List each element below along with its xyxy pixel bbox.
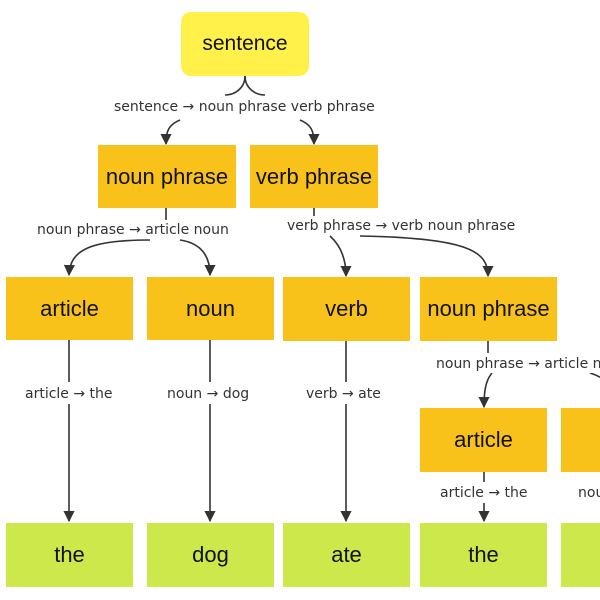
leaf-dog: dog — [147, 523, 274, 587]
rule-label-verb: verb → ate — [303, 385, 384, 403]
node-label: noun phrase — [427, 296, 550, 321]
edge-verb-phrase-to-noun-phrase — [359, 235, 494, 278]
rule-label-verb-phrase: verb phrase → verb noun phrase — [284, 217, 519, 235]
edge-sentence-to-verb-phrase-2 — [299, 119, 320, 146]
node-label: the — [54, 542, 85, 567]
node-label: dog — [192, 542, 229, 567]
node-verb: verb — [283, 277, 410, 341]
node-article-2: article — [420, 408, 547, 472]
rule-label-article: article → the — [22, 385, 116, 403]
node-verb-phrase: verb phrase — [250, 145, 378, 208]
node-label: verb — [325, 296, 368, 321]
edge-noun-phrase-2-to-noun-offscreen — [589, 372, 600, 379]
rule-label-noun-partial: noun → bone — [575, 484, 600, 502]
rule-label-noun-phrase: noun phrase → article noun — [34, 221, 232, 239]
node-label: article — [40, 295, 99, 321]
rule-label-sentence: sentence → noun phrase verb phrase — [111, 98, 378, 116]
edge-noun-phrase-to-article — [63, 239, 151, 277]
leaf-partial — [561, 523, 600, 587]
node-label: sentence — [202, 32, 288, 55]
node-label: noun phrase — [105, 163, 229, 189]
node-label: ate — [331, 542, 362, 567]
leaf-the: the — [6, 523, 133, 587]
node-noun-phrase: noun phrase — [98, 145, 236, 208]
leaf-the-2: the — [420, 523, 547, 587]
rule-label-noun-phrase-2: noun phrase → article noun — [433, 355, 600, 373]
node-noun-phrase-2: noun phrase — [420, 277, 557, 341]
node-label: verb phrase — [255, 163, 373, 189]
edge-noun-phrase-to-noun — [179, 239, 216, 277]
rule-label-noun: noun → dog — [164, 385, 253, 403]
node-label: article — [454, 427, 513, 452]
node-noun-2-partial — [561, 408, 600, 472]
node-label: the — [468, 542, 499, 567]
rule-label-article-2: article → the — [437, 484, 531, 502]
edge-verb-phrase-to-verb — [329, 235, 352, 278]
node-label: noun — [186, 295, 235, 321]
edge-sentence-to-verb-phrase — [244, 75, 266, 96]
leaf-ate: ate — [283, 523, 410, 587]
node-noun: noun — [147, 277, 274, 340]
node-article: article — [6, 277, 133, 340]
node-sentence: sentence — [181, 12, 309, 76]
edge-sentence-to-noun-phrase — [224, 75, 246, 96]
edge-noun-phrase-2-to-article — [478, 372, 493, 409]
edge-sentence-to-noun-phrase-2 — [160, 119, 181, 146]
